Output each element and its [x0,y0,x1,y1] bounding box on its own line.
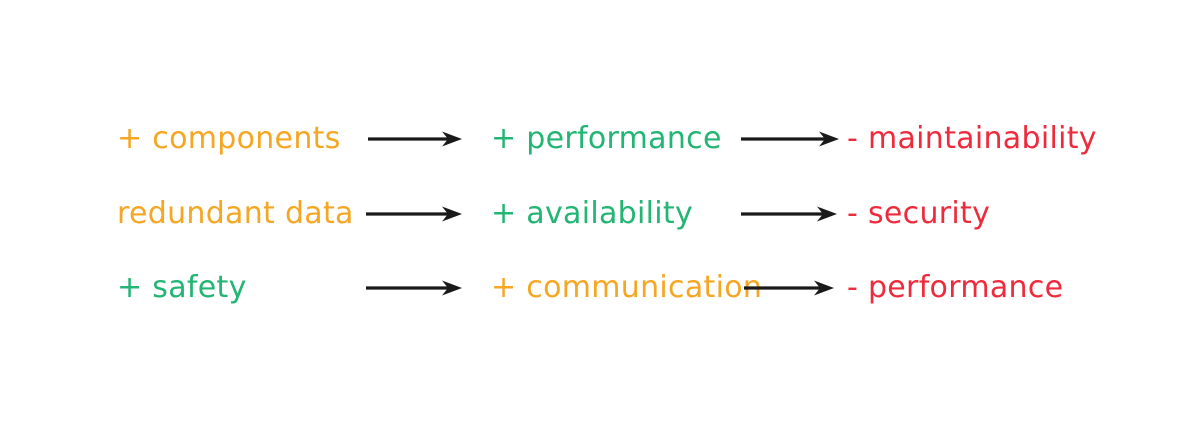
right-arrow-icon [366,203,462,225]
right-arrow-icon [366,277,462,299]
row-2-target-term: - security [847,196,991,231]
row-3-target-term: - performance [847,270,1064,305]
row-2-source-term: redundant data [117,196,354,231]
row-1-target-term: - maintainability [847,121,1097,156]
diagram-row: + safety + communication - performance [0,260,1200,316]
row-2-middle-term: + availability [491,196,694,231]
right-arrow-icon [368,128,462,150]
row-3-middle-term: + communication [491,270,763,305]
diagram-row: + components + performance - maintainabi… [0,111,1200,167]
right-arrow-icon [744,277,834,299]
row-3-source-term: + safety [117,270,247,305]
right-arrow-icon [741,203,837,225]
right-arrow-icon [741,128,839,150]
diagram-row: redundant data + availability - security [0,186,1200,242]
row-1-source-term: + components [117,121,341,156]
row-1-middle-term: + performance [491,121,722,156]
